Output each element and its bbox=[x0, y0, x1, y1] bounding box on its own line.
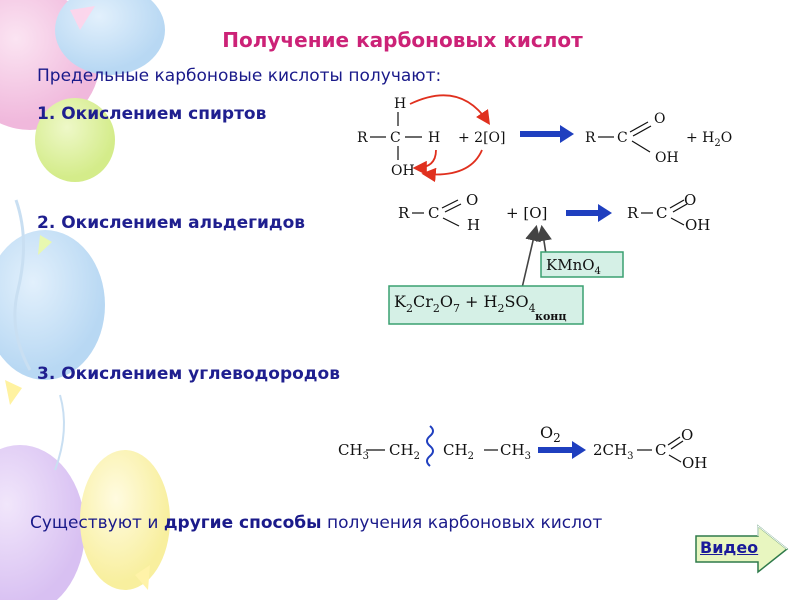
aldehyde-reagent: + [O] bbox=[506, 204, 547, 222]
footer-text: Существуют и другие способы получения ка… bbox=[30, 513, 603, 533]
svg-text:O: O bbox=[681, 426, 693, 444]
alcohol-oxidation-equation: H R C H OH + 2[O] R C O OH + H2O bbox=[357, 94, 732, 183]
svg-text:O: O bbox=[466, 191, 478, 209]
kmno4-box bbox=[540, 251, 624, 278]
svg-text:CH3: CH3 bbox=[338, 441, 369, 462]
hydrocarbon-oxidation-equation: CH3 CH2 CH2 CH3 O2 2CH3 C O OH bbox=[338, 423, 707, 472]
svg-text:C: C bbox=[428, 204, 439, 222]
video-button[interactable]: Видео bbox=[694, 524, 790, 574]
svg-text:OH: OH bbox=[685, 216, 710, 234]
svg-text:C: C bbox=[656, 204, 667, 222]
svg-text:CH3: CH3 bbox=[500, 441, 531, 462]
svg-text:CH2: CH2 bbox=[389, 441, 420, 462]
subtitle: Предельные карбоновые кислоты получают: bbox=[37, 66, 442, 86]
svg-text:C: C bbox=[655, 441, 666, 459]
aldehyde-oxidation-equation: R C O H + [O] R C O OH KMnO4 K2Cr2O7 + H… bbox=[388, 191, 710, 325]
svg-text:C: C bbox=[390, 130, 401, 146]
method-aldehydes: 2. Окислением альдегидов bbox=[37, 213, 306, 233]
alcohol-reagent: + 2[O] bbox=[458, 130, 506, 146]
video-button-label: Видео bbox=[700, 538, 759, 557]
svg-text:R: R bbox=[627, 204, 639, 222]
svg-text:+ H2O: + H2O bbox=[686, 130, 732, 149]
svg-text:R: R bbox=[398, 204, 410, 222]
kmno4-label: KMnO4 bbox=[546, 256, 601, 277]
svg-text:O: O bbox=[684, 191, 696, 209]
svg-text:OH: OH bbox=[391, 163, 415, 179]
svg-text:OH: OH bbox=[655, 150, 679, 166]
svg-text:H: H bbox=[428, 130, 440, 146]
concentrated-note: конц bbox=[535, 310, 566, 323]
water-plus: + H bbox=[686, 130, 714, 146]
dichromate-box bbox=[388, 285, 584, 325]
over-arrow-subscript: 2 bbox=[553, 431, 561, 445]
footer-emphasis: другие способы bbox=[163, 513, 322, 533]
svg-text:H: H bbox=[394, 96, 406, 112]
water-end: O bbox=[721, 130, 732, 146]
svg-text:O: O bbox=[654, 111, 665, 127]
svg-text:O2: O2 bbox=[540, 423, 561, 445]
slide-title: Получение карбоновых кислот bbox=[222, 28, 583, 52]
svg-text:R: R bbox=[357, 130, 368, 146]
green-balloon bbox=[35, 98, 115, 182]
bond-break-mark bbox=[426, 425, 434, 467]
blue-balloon bbox=[0, 230, 105, 380]
over-arrow-reagent: O bbox=[540, 423, 553, 442]
method-alcohols: 1. Окислением спиртов bbox=[37, 104, 267, 124]
svg-text:C: C bbox=[617, 130, 628, 146]
arrow-right-icon bbox=[695, 524, 789, 574]
svg-text:2CH3: 2CH3 bbox=[593, 441, 633, 462]
yellow-balloon bbox=[80, 450, 170, 590]
purple-balloon bbox=[0, 445, 85, 600]
method-hydrocarbons: 3. Окислением углеводородов bbox=[37, 364, 340, 384]
water-subscript: 2 bbox=[714, 138, 720, 149]
svg-text:H: H bbox=[467, 216, 480, 234]
svg-text:CH2: CH2 bbox=[443, 441, 474, 462]
svg-text:R: R bbox=[585, 130, 596, 146]
svg-text:OH: OH bbox=[682, 454, 707, 472]
